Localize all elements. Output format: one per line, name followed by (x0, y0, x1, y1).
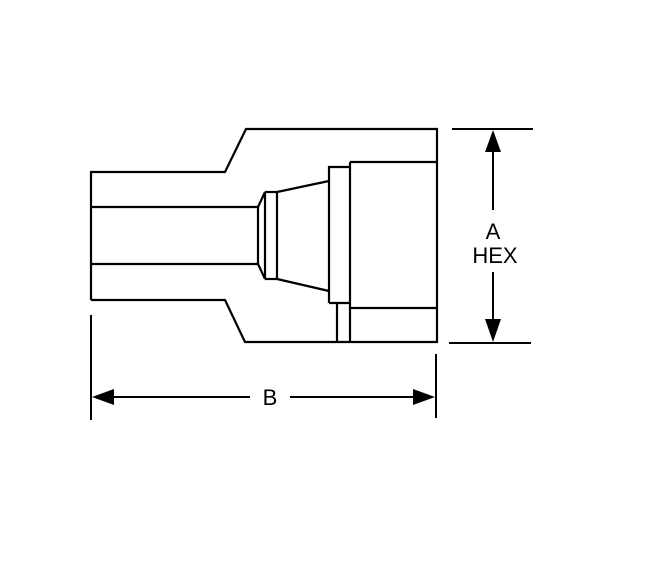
arrow-left-icon (92, 389, 114, 405)
dimension-b: B (90, 315, 437, 420)
dimension-hex-label: HEX (472, 243, 518, 268)
inner-shaft (91, 191, 266, 280)
dimension-a-label: A (486, 219, 501, 244)
hex-section (348, 160, 437, 342)
taper (276, 179, 330, 293)
collar (263, 190, 279, 281)
body-outline-top (89, 127, 439, 344)
arrow-down-icon (485, 319, 501, 342)
arrow-right-icon (413, 389, 435, 405)
dimension-a-hex: A HEX (449, 128, 533, 344)
arrow-up-icon (485, 130, 501, 152)
fitting-body (89, 127, 439, 344)
dimension-b-label: B (263, 385, 278, 410)
flange (327, 165, 350, 342)
